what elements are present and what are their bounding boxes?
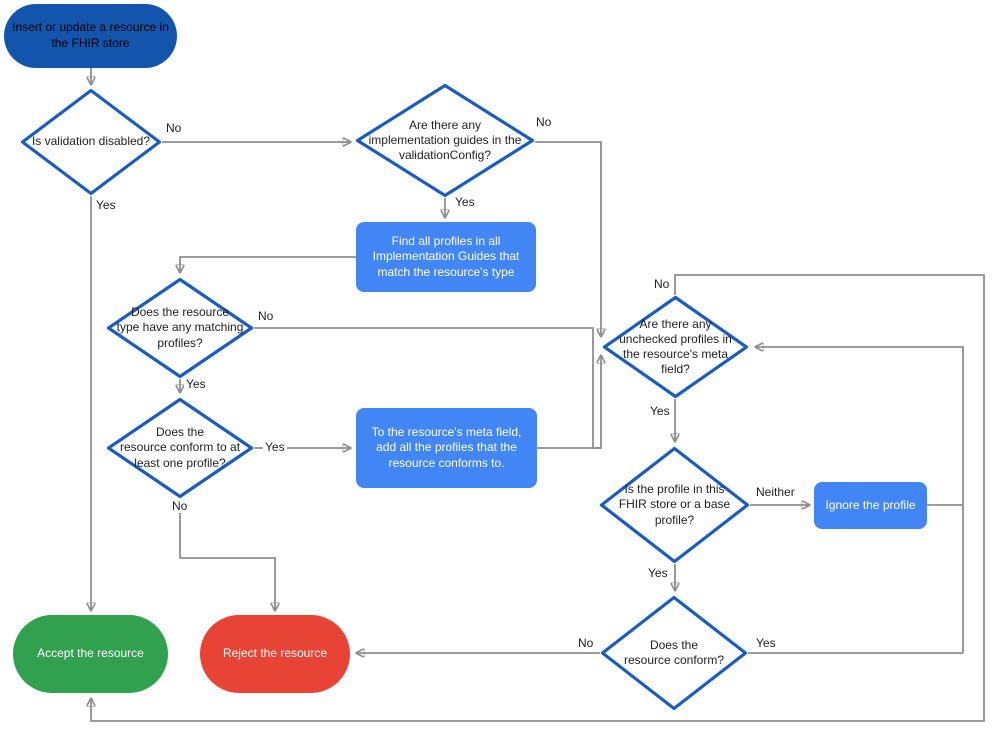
decision-unchecked-profiles: Are there any unchecked profiles in the … [602, 295, 749, 399]
edge-label-resource-conform-yes: Yes [754, 636, 778, 650]
edge-label-profile-in-store-yes: Yes [646, 566, 670, 580]
diamond-shape [602, 295, 749, 399]
decision-matching-profiles: Does the resource type have any matching… [106, 277, 254, 379]
decision-implementation-guides-label: Are there any implementation guides in t… [368, 117, 522, 163]
process-find-profiles: Find all profiles in all Implementation … [356, 222, 536, 292]
decision-matching-profiles-label: Does the resource type have any matching… [116, 305, 244, 350]
edge-label-profile-in-store-neither: Neither [754, 485, 797, 499]
decision-conform-one-profile: Does the resource conform to at least on… [106, 397, 254, 499]
edge-findprofiles-to-matching [180, 256, 356, 272]
edge-addmeta-to-unchecked [537, 356, 601, 449]
edge-label-implementation-guides-yes: Yes [453, 195, 477, 209]
decision-resource-conform-label: Does the resource conform? [623, 637, 725, 667]
reject-node: Reject the resource [200, 615, 350, 693]
process-find-profiles-label: Find all profiles in all Implementation … [372, 233, 520, 279]
process-add-profiles-meta-label: To the resource's meta field, add all th… [371, 424, 522, 470]
diamond-shape [20, 88, 162, 196]
decision-unchecked-profiles-label: Are there any unchecked profiles in the … [619, 316, 732, 377]
diamond-shape [106, 277, 254, 379]
process-ignore-profile: Ignore the profile [814, 482, 927, 529]
edge-label-matching-profiles-no: No [256, 309, 276, 323]
decision-profile-in-store: Is the profile in this FHIR store or a b… [599, 446, 750, 564]
edge-label-conform-one-profile-no: No [170, 499, 190, 513]
accept-node: Accept the resource [13, 615, 168, 693]
edge-label-conform-one-profile-yes: Yes [263, 440, 287, 454]
edge-conform-one-no [179, 499, 275, 610]
start-node-label: Insert or update a resource in the FHIR … [12, 20, 169, 50]
start-node: Insert or update a resource in the FHIR … [4, 4, 177, 68]
reject-node-label: Reject the resource [222, 646, 328, 661]
process-add-profiles-meta: To the resource's meta field, add all th… [356, 408, 537, 488]
edge-label-unchecked-profiles-yes: Yes [648, 404, 672, 418]
edge-label-unchecked-profiles-no: No [652, 277, 672, 291]
decision-implementation-guides: Are there any implementation guides in t… [355, 83, 535, 198]
edge-label-validation-disabled-yes: Yes [94, 198, 118, 212]
diamond-shape [600, 595, 748, 711]
edge-label-validation-disabled-no: No [164, 121, 184, 135]
decision-conform-one-profile-label: Does the resource conform to at least on… [119, 425, 241, 470]
diamond-shape [106, 397, 254, 499]
decision-validation-disabled-label: Is validation disabled? [31, 134, 151, 149]
process-ignore-profile-label: Ignore the profile [825, 497, 916, 512]
edge-label-matching-profiles-yes: Yes [184, 377, 208, 391]
edge-unchecked-no-loop [91, 274, 985, 722]
accept-node-label: Accept the resource [37, 646, 144, 661]
diamond-shape [355, 83, 535, 198]
diamond-shape [599, 446, 750, 564]
edge-guides-no [535, 141, 601, 336]
edge-loopback-to-unchecked [756, 347, 964, 653]
decision-validation-disabled: Is validation disabled? [20, 88, 162, 196]
decision-profile-in-store-label: Is the profile in this FHIR store or a b… [618, 482, 731, 527]
decision-resource-conform: Does the resource conform? [600, 595, 748, 711]
edge-label-implementation-guides-no: No [534, 115, 554, 129]
edge-label-resource-conform-no: No [576, 636, 596, 650]
